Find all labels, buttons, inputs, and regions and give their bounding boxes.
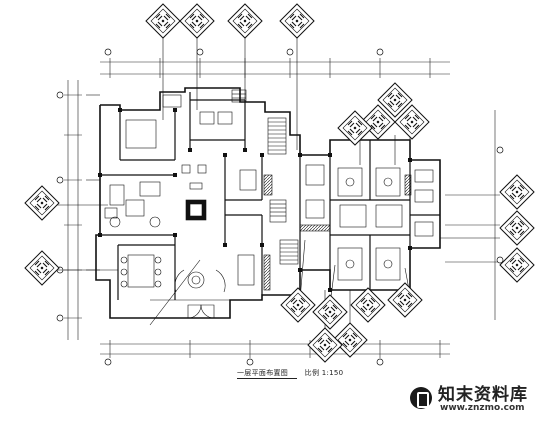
furniture bbox=[104, 94, 434, 319]
dimension-lines bbox=[64, 58, 500, 358]
stairs bbox=[231, 89, 299, 265]
watermark-url: www.znzmo.com bbox=[440, 403, 525, 413]
drawing-caption: 一层平面布置图 比例 1:150 bbox=[237, 368, 357, 378]
section-line bbox=[149, 259, 230, 326]
watermark-name: 知末资料库 bbox=[438, 385, 528, 405]
hatched-walls bbox=[263, 174, 412, 291]
drawing-title: 一层平面布置图 bbox=[237, 369, 289, 377]
watermark: 知末资料库 www.znzmo.com bbox=[410, 378, 560, 420]
interior-walls bbox=[100, 92, 440, 300]
elevation-tags bbox=[24, 3, 535, 363]
watermark-logo-icon bbox=[410, 387, 432, 409]
caption-underline bbox=[237, 378, 297, 379]
drawing-scale: 比例 1:150 bbox=[304, 369, 344, 377]
